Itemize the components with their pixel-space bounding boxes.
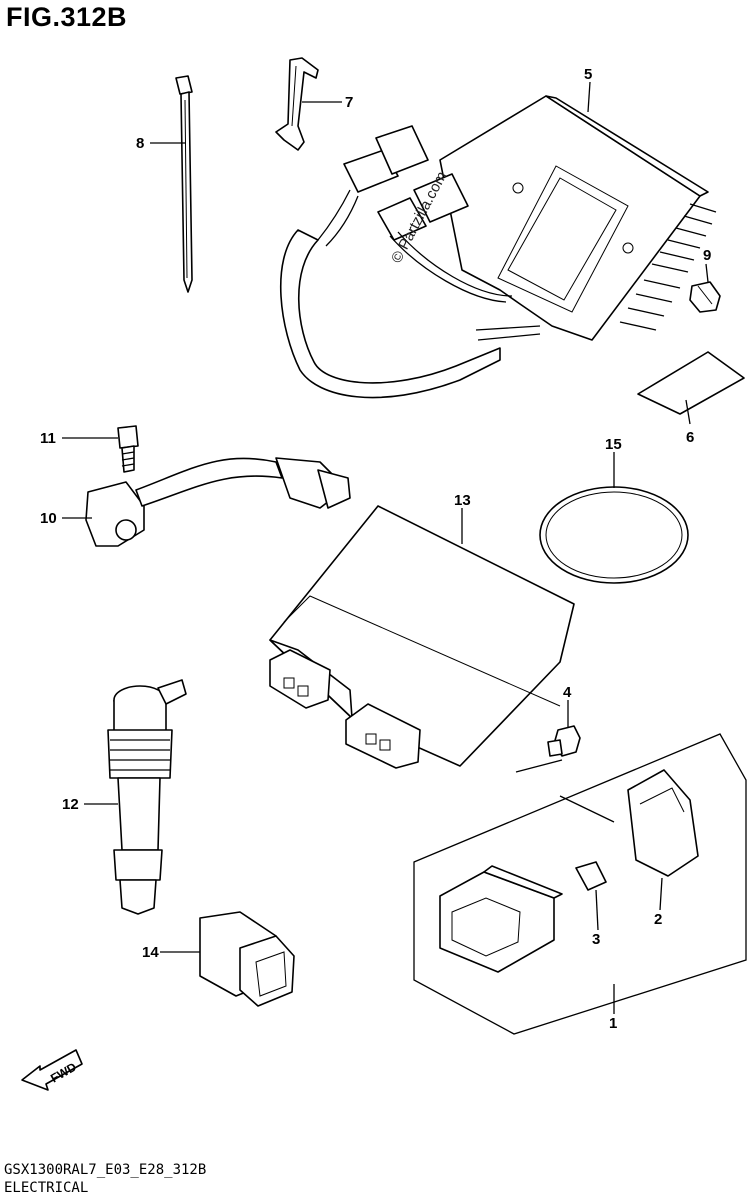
callout-12: 12 <box>62 796 79 813</box>
relay-assembly-part-1[interactable] <box>413 733 747 1035</box>
connector-part-14[interactable] <box>199 911 295 1007</box>
callout-2: 2 <box>654 911 662 928</box>
ignition-coil-part-12[interactable] <box>107 679 187 915</box>
section-name: ELECTRICAL <box>4 1180 89 1196</box>
o-ring-part-15[interactable] <box>539 486 689 584</box>
callout-3: 3 <box>592 931 600 948</box>
callout-13: 13 <box>454 492 471 509</box>
bolt-part-4[interactable] <box>547 725 581 757</box>
sensor-part-10[interactable] <box>85 457 351 547</box>
ecm-part-13[interactable] <box>269 505 575 769</box>
cable-tie-part-8[interactable] <box>175 75 193 293</box>
callout-8: 8 <box>136 135 144 152</box>
callout-9: 9 <box>703 247 711 264</box>
callout-1: 1 <box>609 1015 617 1032</box>
callout-10: 10 <box>40 510 57 527</box>
pad-part-6[interactable] <box>637 351 745 415</box>
bolt-part-9[interactable] <box>689 281 721 313</box>
callout-6: 6 <box>686 429 694 446</box>
figure-code: GSX1300RAL7_E03_E28_312B <box>4 1162 207 1178</box>
callout-5: 5 <box>584 66 592 83</box>
callout-14: 14 <box>142 944 159 961</box>
callout-15: 15 <box>605 436 622 453</box>
figure-title: FIG.312B <box>6 2 128 32</box>
regulator-part-5[interactable] <box>279 95 717 399</box>
callout-11: 11 <box>40 430 56 447</box>
bolt-part-11[interactable] <box>117 425 139 473</box>
clamp-part-7[interactable] <box>275 57 319 151</box>
fwd-arrow-icon: FWD <box>21 1049 83 1091</box>
callout-4: 4 <box>563 684 572 701</box>
callout-7: 7 <box>345 94 353 111</box>
leader-lines <box>62 81 709 1014</box>
